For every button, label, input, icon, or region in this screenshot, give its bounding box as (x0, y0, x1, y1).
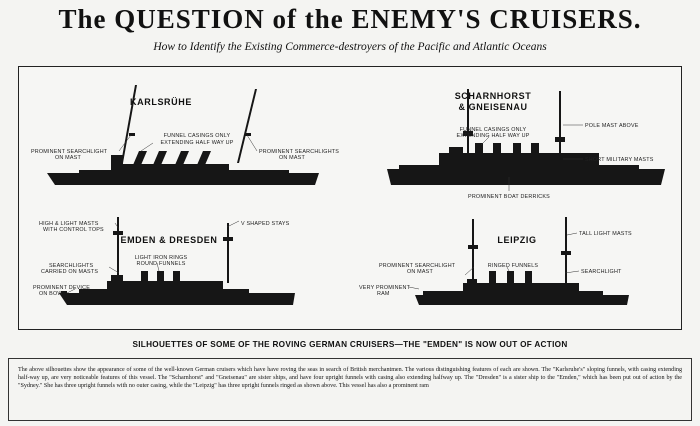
karlsruhe-funnel-label-2: EXTENDING HALF WAY UP (161, 140, 234, 146)
emden-bow-label-2: ON BOW (39, 291, 63, 297)
leipzig-searchlight-mast-label-2: ON MAST (407, 269, 433, 275)
leipzig-ram-label-1: VERY PROMINENT (359, 285, 411, 291)
description-box: The above silhouettes show the appearanc… (8, 358, 692, 421)
scharnhorst-short-masts-label: SHORT MILITARY MASTS (585, 157, 654, 163)
scharnhorst-silhouette (387, 89, 665, 185)
leipzig-ram-label-2: RAM (377, 291, 390, 297)
silhouette-panel: KARLSRÜHE SCHARNHORST & GNEISENAU EMDEN … (18, 66, 682, 330)
emden-masts-label-1: HIGH & LIGHT MASTS (39, 221, 99, 227)
page-subtitle: How to Identify the Existing Commerce-de… (153, 41, 547, 53)
emden-searchlights-label-1: SEARCHLIGHTS (49, 263, 94, 269)
scharnhorst-funnel-label-2: EXTENDING HALF WAY UP (457, 133, 530, 139)
scharnhorst-derricks-label: PROMINENT BOAT DERRICKS (468, 194, 550, 200)
scharnhorst-pole-mast-label: POLE MAST ABOVE (585, 123, 639, 129)
emden-searchlights-label-2: CARRIED ON MASTS (41, 269, 98, 275)
leipzig-searchlight-mast-label-1: PROMINENT SEARCHLIGHT (379, 263, 456, 269)
page-title: The QUESTION of the ENEMY'S CRUISERS. (58, 4, 642, 34)
silhouette-drawing: KARLSRÜHE SCHARNHORST & GNEISENAU EMDEN … (31, 85, 665, 305)
emden-rings-label-2: ROUND FUNNELS (136, 261, 185, 267)
emden-masts-label-2: WITH CONTROL TOPS (43, 227, 104, 233)
karlsruhe-name: KARLSRÜHE (130, 97, 192, 107)
emden-bow-label-1: PROMINENT DEVICE (33, 285, 90, 291)
emden-stays-label: V SHAPED STAYS (241, 221, 290, 227)
leipzig-searchlight-label: SEARCHLIGHT (581, 269, 622, 275)
karlsruhe-searchlight-right-1: PROMINENT SEARCHLIGHTS (259, 149, 339, 155)
emden-silhouette (59, 217, 295, 305)
scharnhorst-name-line1: SCHARNHORST (455, 91, 532, 101)
karlsruhe-searchlight-left-2: ON MAST (55, 155, 81, 161)
leipzig-silhouette (415, 217, 629, 305)
karlsruhe-searchlight-right-2: ON MAST (279, 155, 305, 161)
karlsruhe-silhouette (47, 85, 319, 185)
leipzig-name: LEIPZIG (497, 235, 536, 245)
leipzig-ringed-funnels-label: RINGED FUNNELS (488, 263, 539, 269)
scharnhorst-funnel-label-1: FUNNEL CASINGS ONLY (460, 127, 527, 133)
scharnhorst-name-line2: & GNEISENAU (458, 102, 527, 112)
emden-name: EMDEN & DRESDEN (120, 235, 217, 245)
karlsruhe-funnel-label-1: FUNNEL CASINGS ONLY (164, 133, 231, 139)
emden-rings-label-1: LIGHT IRON RINGS (135, 255, 188, 261)
leipzig-tall-masts-label: TALL LIGHT MASTS (579, 231, 632, 237)
silhouettes-caption: SILHOUETTES OF SOME OF THE ROVING GERMAN… (132, 340, 568, 349)
karlsruhe-searchlight-left-1: PROMINENT SEARCHLIGHT (31, 149, 108, 155)
